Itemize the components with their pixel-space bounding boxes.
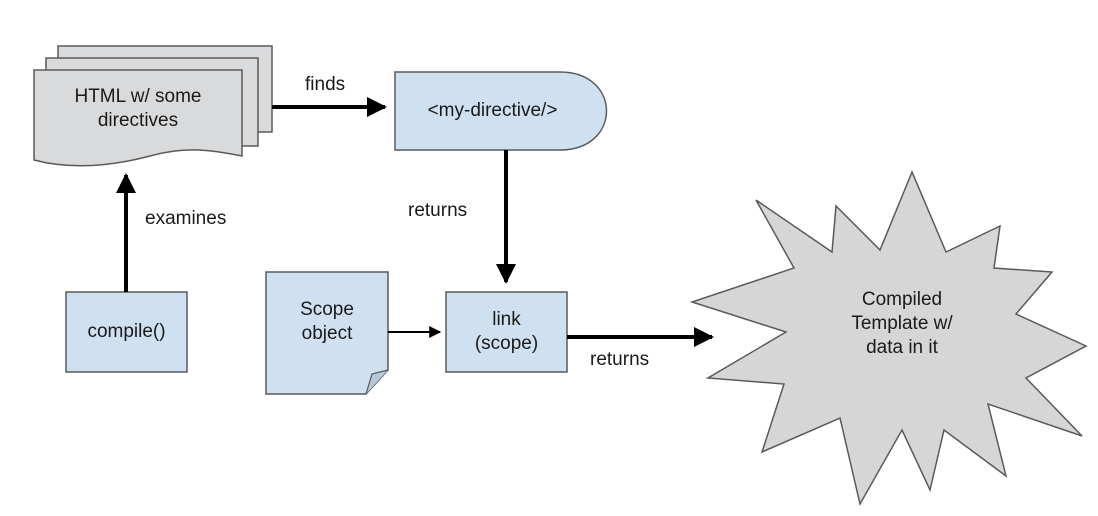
html-document-shape [33, 45, 273, 167]
compiled-template-burst [689, 170, 1088, 507]
returns-template-label: returns [590, 349, 650, 370]
my-directive-shape [394, 71, 608, 151]
doc-front-page [33, 69, 243, 167]
examines-label: examines [145, 208, 227, 229]
returns-link-label: returns [408, 200, 468, 221]
compile-box [65, 291, 188, 373]
scope-object-fold [365, 369, 389, 395]
finds-label: finds [305, 74, 346, 95]
scope-object-shape [265, 271, 389, 395]
link-box [445, 291, 568, 373]
